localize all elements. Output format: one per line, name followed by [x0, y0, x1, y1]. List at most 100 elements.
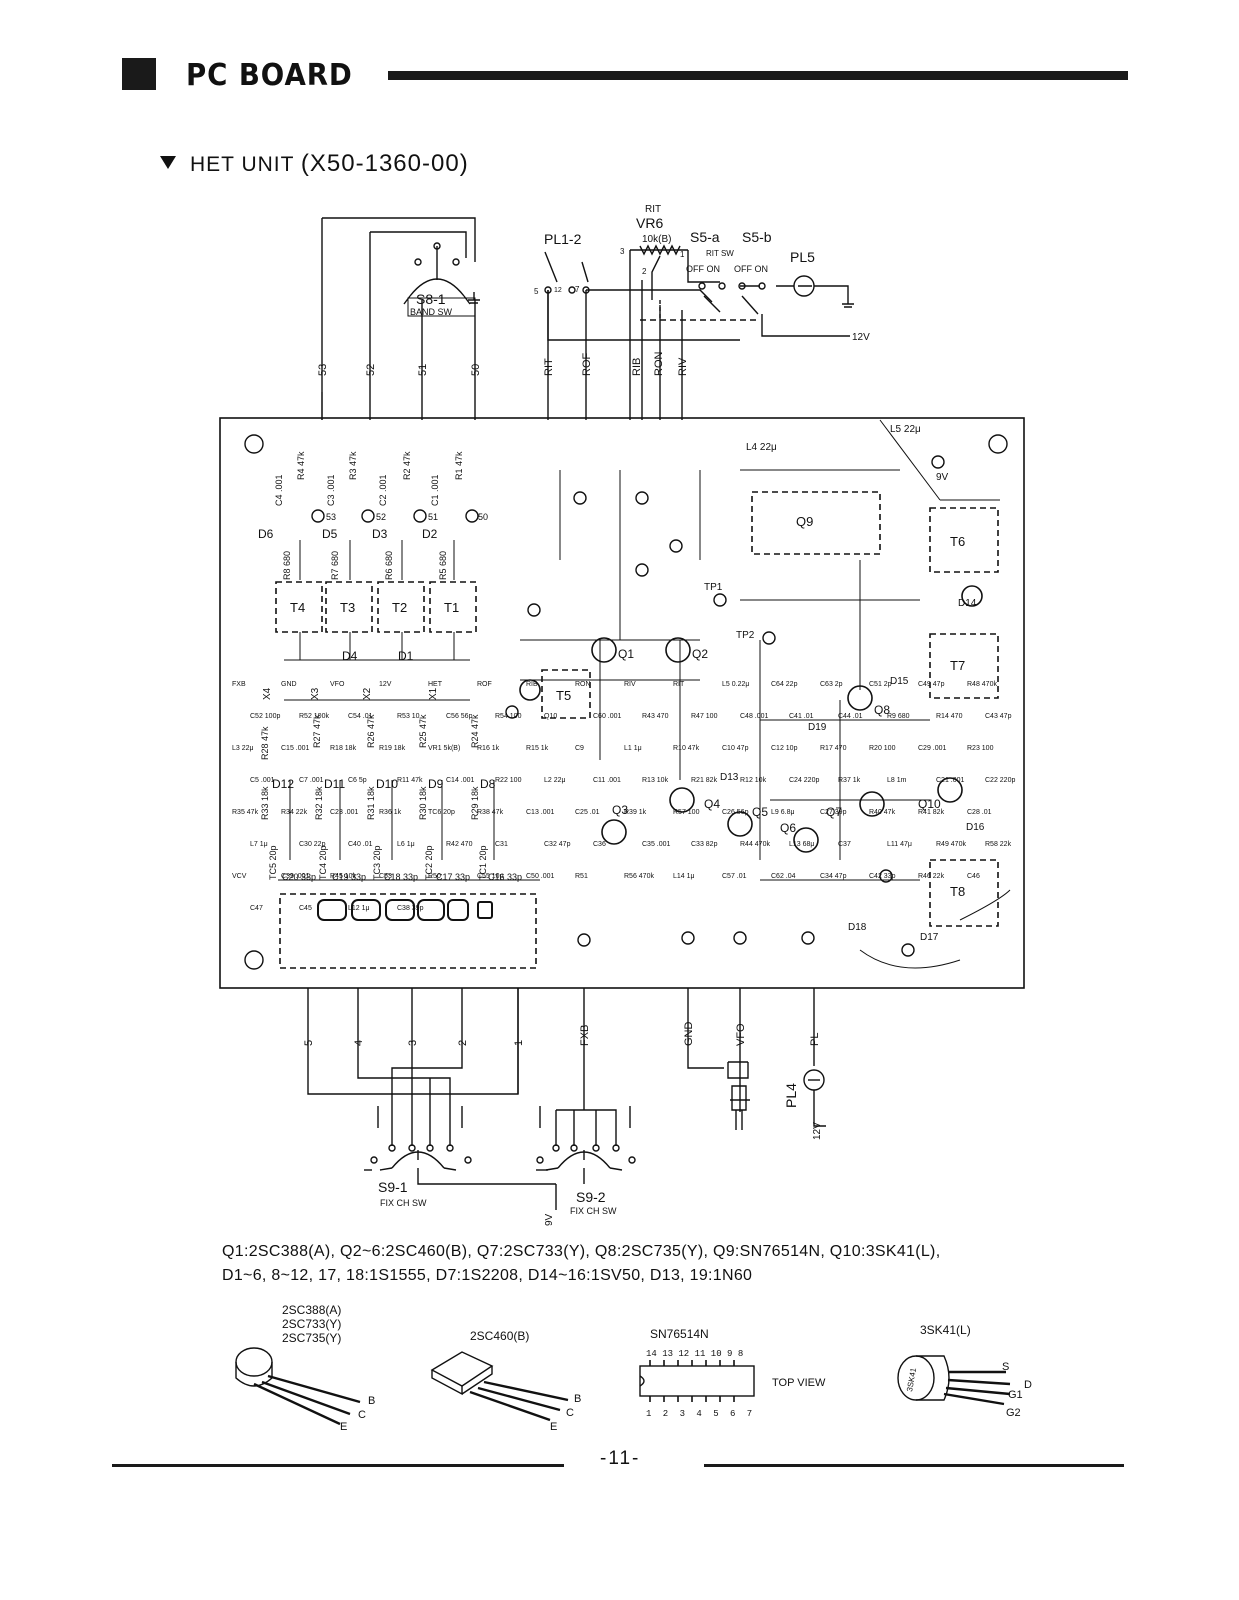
to92-name-2: 2SC733(Y): [282, 1317, 341, 1331]
misc-label-64: R35 47k: [232, 809, 259, 816]
misc-label-87: C36: [593, 841, 606, 848]
label-4: D15: [890, 676, 909, 687]
misc-label-98: R45 10k: [330, 873, 357, 880]
transformer-t1: T1: [444, 600, 459, 615]
res-top-0: R4 47k: [296, 451, 306, 480]
misc-label-33: C15 .001: [281, 745, 310, 752]
pl5-ref: PL5: [790, 249, 815, 265]
misc-label-25: R47 100: [691, 713, 718, 720]
misc-label-2: VFO: [330, 681, 345, 688]
off-on-label-a: OFF ON: [686, 264, 720, 274]
misc-label-49: C7 .001: [299, 777, 324, 784]
ic-q9: Q9: [796, 514, 813, 529]
diode-d3: D3: [372, 527, 388, 541]
misc-label-113: C45: [299, 905, 312, 912]
misc-label-23: C60 .001: [593, 713, 622, 720]
cap-top-3: C1 .001: [430, 474, 440, 506]
diode-d1: D1: [398, 649, 414, 663]
top-wire-label-4: RIT: [543, 358, 555, 376]
misc-label-73: R57 100: [673, 809, 700, 816]
res-misc-0: R8 680: [282, 551, 292, 580]
flat-pin-b: B: [574, 1393, 581, 1405]
diode-d6: D6: [258, 527, 274, 541]
res-bottom-3: R25 47k: [418, 714, 428, 748]
res-bottom-9: R29 18k: [470, 786, 480, 820]
misc-label-90: R44 470k: [740, 841, 770, 848]
misc-label-48: C5 .001: [250, 777, 275, 784]
transistor-q7: Q7: [826, 805, 842, 819]
transformer-t6: T6: [950, 534, 965, 549]
vr6-value: 10k(B): [642, 234, 671, 245]
transistor-q3: Q3: [612, 803, 628, 817]
label-3: D14: [958, 598, 977, 609]
misc-label-109: C42 33p: [869, 873, 896, 880]
misc-label-66: C23 .001: [330, 809, 359, 816]
label-5: D16: [966, 822, 985, 833]
misc-label-63: C22 220p: [985, 777, 1015, 784]
misc-label-95: R58 22k: [985, 841, 1012, 848]
s9-2-name: FIX CH SW: [570, 1206, 617, 1216]
misc-label-16: C52 100p: [250, 713, 280, 720]
pad-53: 53: [326, 512, 336, 522]
top-wire-label-1: 52: [365, 364, 377, 376]
misc-label-22: Q10: [544, 713, 557, 720]
label-1: 9V: [936, 472, 949, 483]
misc-label-71: C25 .01: [575, 809, 600, 816]
s9-1-name: FIX CH SW: [380, 1198, 427, 1208]
transistor-q5: Q5: [752, 805, 768, 819]
transformer-t7: T7: [950, 658, 965, 673]
misc-label-61: L8 1m: [887, 777, 907, 784]
transformer-t4: T4: [290, 600, 305, 615]
misc-label-81: C30 22p: [299, 841, 326, 848]
misc-label-35: R19 18k: [379, 745, 406, 752]
misc-label-91: L13 68μ: [789, 841, 814, 848]
misc-label-24: R43 470: [642, 713, 669, 720]
diode-d11: D11: [324, 777, 345, 791]
res-misc-2: R6 680: [384, 551, 394, 580]
ic-pins-top: 14 13 12 11 10 9 8: [646, 1349, 743, 1359]
flat-pin-c: C: [566, 1407, 574, 1419]
pl4-ref: PL4: [783, 1083, 799, 1108]
misc-label-12: C63 2p: [820, 681, 843, 688]
page-title: PC BOARD: [186, 58, 353, 93]
misc-label-94: R49 470k: [936, 841, 966, 848]
misc-label-20: C56 56p: [446, 713, 473, 720]
label-10: TP1: [704, 582, 723, 593]
misc-label-59: C24 220p: [789, 777, 819, 784]
misc-label-72: R39 1k: [624, 809, 647, 816]
misc-label-13: C51 2p: [869, 681, 892, 688]
misc-label-106: C57 .01: [722, 873, 747, 880]
fet-pin-s: S: [1002, 1361, 1009, 1373]
footer-rule-right: [704, 1464, 1124, 1467]
misc-label-43: C12 10p: [771, 745, 798, 752]
crystal-x2: X2: [362, 687, 373, 700]
misc-label-7: RON: [575, 681, 591, 688]
diode-d10: D10: [376, 777, 398, 791]
misc-label-37: R16 1k: [477, 745, 500, 752]
fet-pin-g1: G1: [1008, 1389, 1023, 1401]
misc-label-65: R34 22k: [281, 809, 308, 816]
misc-label-57: R21 82k: [691, 777, 718, 784]
misc-label-52: C14 .001: [446, 777, 475, 784]
res-misc-1: R7 680: [330, 551, 340, 580]
top-wire-label-0: 53: [317, 364, 329, 376]
top-wire-label-6: RIB: [631, 358, 643, 376]
misc-label-82: C40 .01: [348, 841, 373, 848]
top-wire-label-2: 51: [417, 364, 429, 376]
res-misc-3: R5 680: [438, 551, 448, 580]
s9-1-ref: S9-1: [378, 1179, 408, 1195]
misc-label-15: R48 470k: [967, 681, 997, 688]
misc-label-18: C54 .01: [348, 713, 373, 720]
diode-d4: D4: [342, 649, 358, 663]
res-top-3: R1 47k: [454, 451, 464, 480]
misc-label-6: RIB: [526, 681, 538, 688]
misc-label-83: L6 1μ: [397, 841, 415, 848]
cap-top-1: C3 .001: [326, 474, 336, 506]
page-number: -11-: [600, 1448, 641, 1469]
to92-name-1: 2SC388(A): [282, 1303, 341, 1317]
crystal-x1: X1: [428, 687, 439, 700]
res-bottom-4: R24 47k: [470, 714, 480, 748]
ic-top-view: TOP VIEW: [772, 1377, 826, 1389]
transformer-t8: T8: [950, 884, 965, 899]
pad-50: 50: [478, 512, 488, 522]
